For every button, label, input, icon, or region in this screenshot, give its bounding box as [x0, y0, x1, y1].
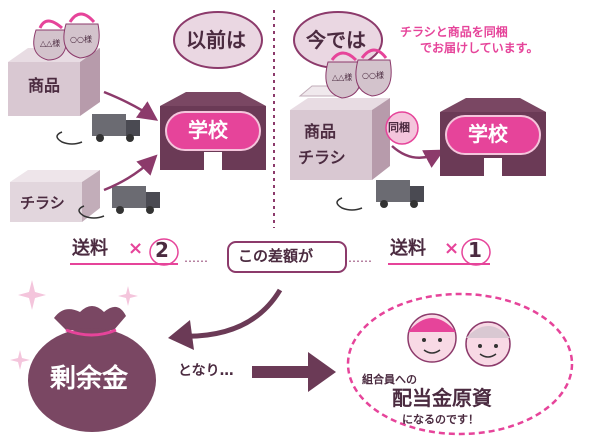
goods-box-label: 商品 [28, 76, 61, 95]
arrow-flyer-to-school [103, 154, 158, 192]
bag-left-tag-1: △△様 [40, 39, 61, 48]
school-building-right [440, 98, 546, 176]
flyer-box [10, 170, 100, 222]
note-line-1: チラシと商品を同梱 [400, 25, 508, 39]
arrow-goods-to-school [103, 90, 159, 121]
dots-left: …… [184, 251, 208, 265]
sparkle-icon [10, 280, 138, 370]
circle-line-3: になるのです！ [402, 413, 479, 426]
dividend-circle [346, 292, 574, 436]
arrow-bundle-to-school [391, 145, 445, 168]
school-label-left: 学校 [188, 118, 228, 142]
child-face-left [407, 313, 457, 363]
truck-left-top [92, 114, 140, 142]
surplus-label: 剰余金 [50, 364, 129, 394]
bag-left-tag-2: ○○様 [70, 35, 92, 44]
shipping-right-count: 1 [468, 238, 482, 262]
combined-box-label-1: 商品 [304, 122, 337, 141]
combined-box [290, 98, 390, 180]
exhaust-left-top [56, 131, 83, 145]
school-building-left [160, 92, 266, 170]
school-label-right: 学校 [468, 122, 508, 146]
circle-line-2: 配当金原資 [392, 386, 492, 410]
shipping-left-times: × [128, 238, 144, 259]
bag-right-tag-1: △△様 [332, 73, 353, 82]
shipping-left-count: 2 [155, 238, 169, 262]
bag-right-2 [355, 48, 392, 97]
bundle-badge [385, 111, 419, 145]
now-label: 今では [306, 28, 366, 52]
difference-label: この差額が [238, 247, 314, 265]
count-left-circle [149, 238, 179, 266]
flyer-box-label: チラシ [20, 194, 65, 212]
note-line-2: でお届けしています。 [420, 41, 539, 55]
bag-left-1 [33, 19, 68, 61]
bag-left-2 [63, 12, 100, 59]
bag-right-1 [325, 51, 362, 99]
before-label: 以前は [186, 28, 246, 52]
arrow-to-dividend-shaft [252, 366, 310, 378]
shipping-left-label: 送料 [72, 238, 108, 259]
arrow-to-dividend-head [308, 352, 336, 392]
combined-box-label-2: チラシ [298, 148, 346, 167]
bag-right-tag-2: ○○様 [362, 71, 384, 80]
truck-left-bottom [112, 186, 160, 214]
dots-right: …… [348, 251, 372, 265]
before-oval [173, 11, 263, 69]
arrow-to-surplus-head [168, 320, 194, 350]
shipping-right-label: 送料 [390, 238, 426, 259]
bundle-badge-label: 同梱 [388, 121, 410, 134]
exhaust-left-bottom [78, 205, 105, 219]
exhaust-right [336, 197, 363, 211]
child-face-right [465, 321, 511, 367]
circle-line-1: 組合員への [362, 373, 417, 386]
difference-box [227, 241, 347, 273]
truck-right [376, 180, 424, 208]
count-right-circle [461, 238, 491, 266]
shipping-right-times: × [444, 238, 460, 259]
surplus-bag [28, 306, 156, 432]
becomes-label: となり… [178, 363, 234, 379]
arrow-to-surplus [175, 288, 283, 339]
